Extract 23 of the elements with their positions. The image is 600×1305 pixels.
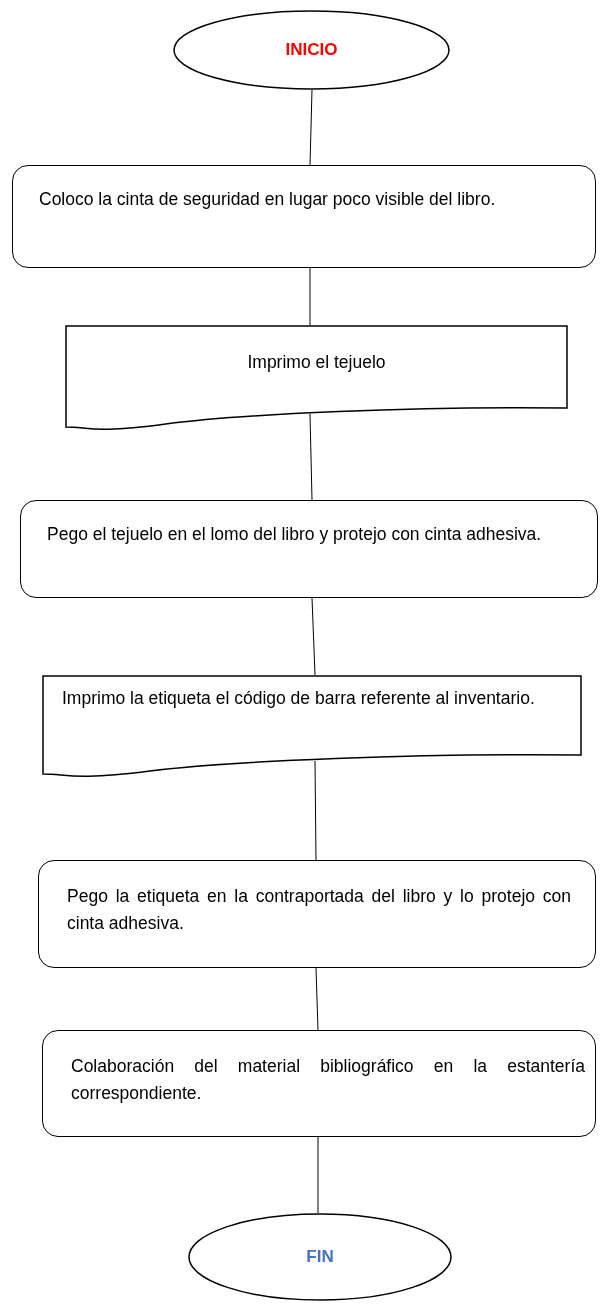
connector-line [315, 967, 319, 1031]
process-box [12, 165, 596, 268]
step-text: Colaboración del material bibliográfico en la estantería correspondiente. [71, 1055, 585, 1106]
terminal-oval [188, 1213, 452, 1301]
terminal-label: FIN [305, 1246, 335, 1268]
step-text: Pego el tejuelo en el lomo del libro y protejo con cinta adhesiva. [47, 523, 543, 546]
process-box [42, 1030, 596, 1137]
process-box [20, 500, 598, 598]
step-text: Imprimo el tejuelo [246, 351, 387, 374]
process-box [38, 860, 596, 968]
terminal-oval [173, 10, 450, 90]
connector-line [314, 760, 317, 861]
connector-line [309, 89, 313, 166]
terminal-label: INICIO [284, 39, 339, 61]
connector-line [317, 1136, 319, 1214]
step-text: Pego la etiqueta en la contraportada del libro y lo protejo con cinta adhesiva. [67, 885, 571, 936]
step-text: Imprimo la etiqueta el código de barra referente al inventario. [62, 687, 536, 710]
step-text: Coloco la cinta de seguridad en lugar poco visible del libro. [39, 188, 497, 211]
document-shape [42, 675, 582, 775]
document-shape [65, 325, 568, 428]
connector-line [309, 413, 313, 501]
connector-line [311, 597, 316, 676]
connector-line [309, 267, 311, 326]
